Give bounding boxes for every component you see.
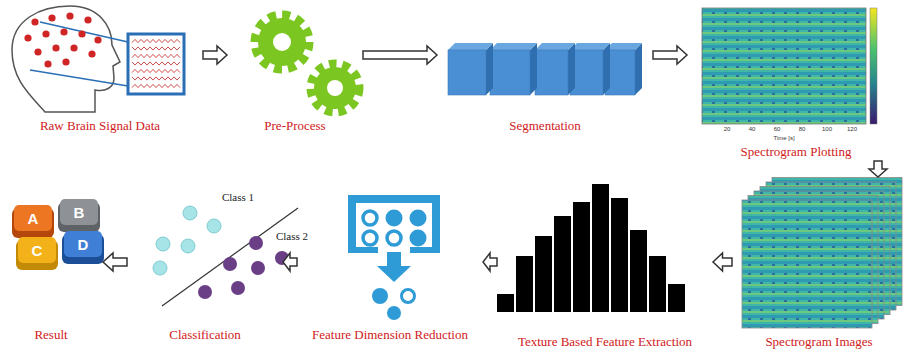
stage-caption: Classification: [130, 327, 280, 343]
stage-caption: Spectrogram Images: [735, 334, 903, 350]
spectrogram-plot: [702, 8, 877, 124]
class-label: Class 2: [276, 231, 308, 242]
stage-box: Pre-Process: [230, 0, 360, 140]
stage-box: Spectrogram Images: [735, 178, 903, 354]
key-letter: A: [28, 211, 39, 226]
flow-arrow: [869, 161, 887, 177]
flow-arrow: [483, 253, 497, 271]
stage-caption: Segmentation: [440, 118, 650, 134]
stage-caption: Spectrogram Plotting: [690, 144, 902, 160]
stage-caption: Feature Dimension Reduction: [300, 327, 480, 343]
flow-arrow: [653, 46, 687, 64]
class-label: Class 1: [222, 192, 254, 203]
axis-title: Time [s]: [773, 135, 794, 141]
key-letter: B: [74, 205, 85, 220]
flow-arrow: [363, 46, 437, 64]
class-scatter: [153, 206, 298, 306]
flow-arrow: [713, 253, 732, 271]
keycaps: [12, 199, 104, 270]
gear-icon: [255, 15, 359, 112]
flow-arrow: [203, 46, 227, 64]
axis-tick: 20: [724, 126, 731, 132]
stage-box: Classification: [130, 185, 280, 354]
axis-tick: 80: [799, 126, 806, 132]
axis-tick: 40: [749, 126, 756, 132]
axis-tick: 60: [774, 126, 781, 132]
flow-arrow: [283, 253, 297, 271]
head-illustration: [12, 6, 184, 112]
axis-tick: 120: [847, 126, 857, 132]
stage-box: Feature Dimension Reduction: [300, 185, 480, 354]
stage-box: Texture Based Feature Extraction: [500, 185, 710, 354]
segment-blocks: [448, 43, 642, 95]
stage-caption: Texture Based Feature Extraction: [500, 334, 710, 350]
key-letter: C: [32, 243, 43, 258]
axis-tick: 100: [822, 126, 832, 132]
stage-box: Raw Brain Signal Data: [0, 0, 200, 140]
flow-arrow: [103, 253, 127, 271]
stage-caption: Result: [2, 327, 100, 343]
spectrogram-stack: [742, 178, 902, 329]
reduction-icon: [348, 195, 440, 320]
stage-caption: Raw Brain Signal Data: [0, 118, 200, 134]
stage-box: Spectrogram Plotting: [690, 0, 902, 160]
stage-box: Result: [2, 185, 100, 354]
stage-caption: Pre-Process: [230, 118, 360, 134]
histogram: [497, 184, 685, 312]
stage-box: Segmentation: [440, 30, 650, 140]
key-letter: D: [78, 237, 89, 252]
